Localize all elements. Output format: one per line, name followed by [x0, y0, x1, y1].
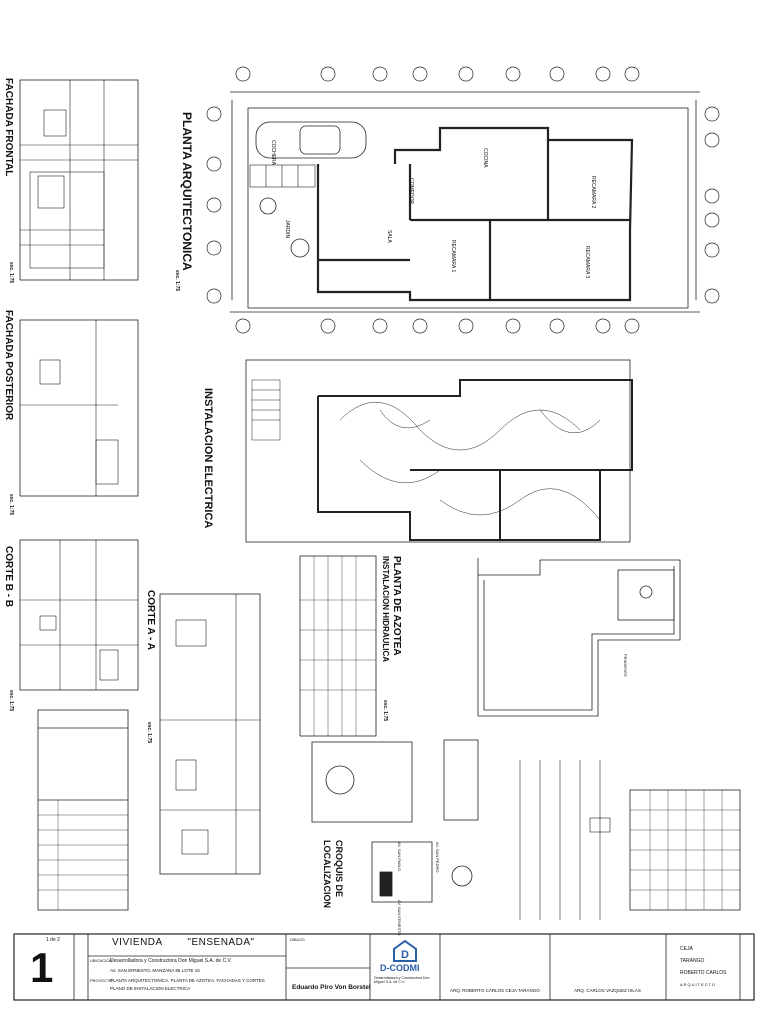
proyecto-label: PROYECTO — [90, 978, 113, 983]
drawn-by: Eduardo Piro Von Borstel — [292, 984, 371, 991]
room-cochera: COCHERA — [270, 140, 276, 166]
instalacion-hidraulica-title: INSTALACION HIDRAULICA — [381, 556, 390, 663]
svg-text:D: D — [401, 949, 409, 961]
street-san-pedro: AV. SAN PEDRO — [435, 842, 440, 873]
fachada-posterior-title: FACHADA POSTERIOR — [3, 310, 14, 421]
owner-3: ROBERTO CARLOS — [680, 970, 727, 976]
company-logo-icon: D — [393, 940, 417, 962]
room-recamara2: RECAMARA 2 — [590, 176, 596, 209]
sheet-of: 1 de 2 — [46, 937, 60, 943]
company-line: Desarrolladora y Constructora Don Miguel… — [110, 958, 232, 964]
project-name: "ENSENADA" — [187, 937, 255, 948]
corte-aa-title: CORTE A - A — [145, 590, 156, 650]
pendiente-label: PENDIENTE — [623, 654, 628, 677]
owner-2: TARANGO — [680, 958, 705, 964]
room-recamara3: RECAMARA 3 — [584, 246, 590, 279]
corte-aa-scale: esc. 1:75 — [146, 722, 152, 744]
project-title-word: VIVIENDA — [112, 937, 163, 948]
project-title: VIVIENDA "ENSENADA" — [112, 937, 255, 948]
fachada-posterior-scale: esc. 1:75 — [8, 494, 14, 516]
fachada-frontal-title: FACHADA FRONTAL — [3, 78, 14, 177]
planta-azotea-title: PLANTA DE AZOTEA — [391, 556, 402, 656]
planta-arq-scale: esc. 1:75 — [174, 270, 180, 292]
logo-name: D-CODMI — [380, 963, 420, 973]
room-cocina: COCINA — [482, 148, 488, 168]
arq-1: ARQ. ROBERTO CARLOS CEJA TARANGO — [450, 988, 540, 993]
room-recamara1: RECAMARA 1 — [450, 240, 456, 273]
owner-4: ARQUITECTO — [680, 982, 717, 987]
sheet-number: 1 — [30, 944, 54, 991]
corte-bb-scale: esc. 1:75 — [8, 690, 14, 712]
street-san-ernesto: AV. SAN ERNESTO — [397, 900, 402, 936]
azotea-scale: esc. 1:75 — [382, 700, 388, 722]
fachada-frontal-scale: esc. 1:75 — [8, 262, 14, 284]
ubicacion-label: UBICACION — [90, 958, 113, 963]
address-line: AV. SAN ERNESTO, MANZANA 95 LOTE 15 — [110, 968, 200, 973]
dibujo-label: DIBUJO — [290, 937, 305, 942]
street-san-pablo: AV. SAN PABLO — [397, 842, 402, 872]
room-sala: SALA — [386, 230, 392, 243]
contents-line-1: PLANTA ARQUITECTONICA, PLANTA DE AZOTEA,… — [110, 978, 265, 983]
corte-bb-title: CORTE B - B — [3, 546, 14, 608]
planta-arq-title: PLANTA ARQUITECTONICA — [180, 112, 194, 271]
croquis-title: CROQUIS DE — [334, 840, 344, 898]
croquis-title-2: LOCALIZACION — [322, 840, 332, 908]
arq-2: ARQ. CARLOS VAZQUEZ ISLAS — [574, 988, 641, 993]
owner-1: CEJA — [680, 946, 693, 952]
contents-line-2: PLANO DE INSTALACION ELECTRICA — [110, 986, 191, 991]
room-comedor: COMEDOR — [408, 178, 414, 205]
logo-sub: Desarrolladora y Constructora Don Miguel… — [374, 976, 430, 984]
instalacion-electrica-title: INSTALACION ELECTRICA — [202, 388, 214, 529]
room-jardin: JARDIN — [284, 220, 290, 239]
